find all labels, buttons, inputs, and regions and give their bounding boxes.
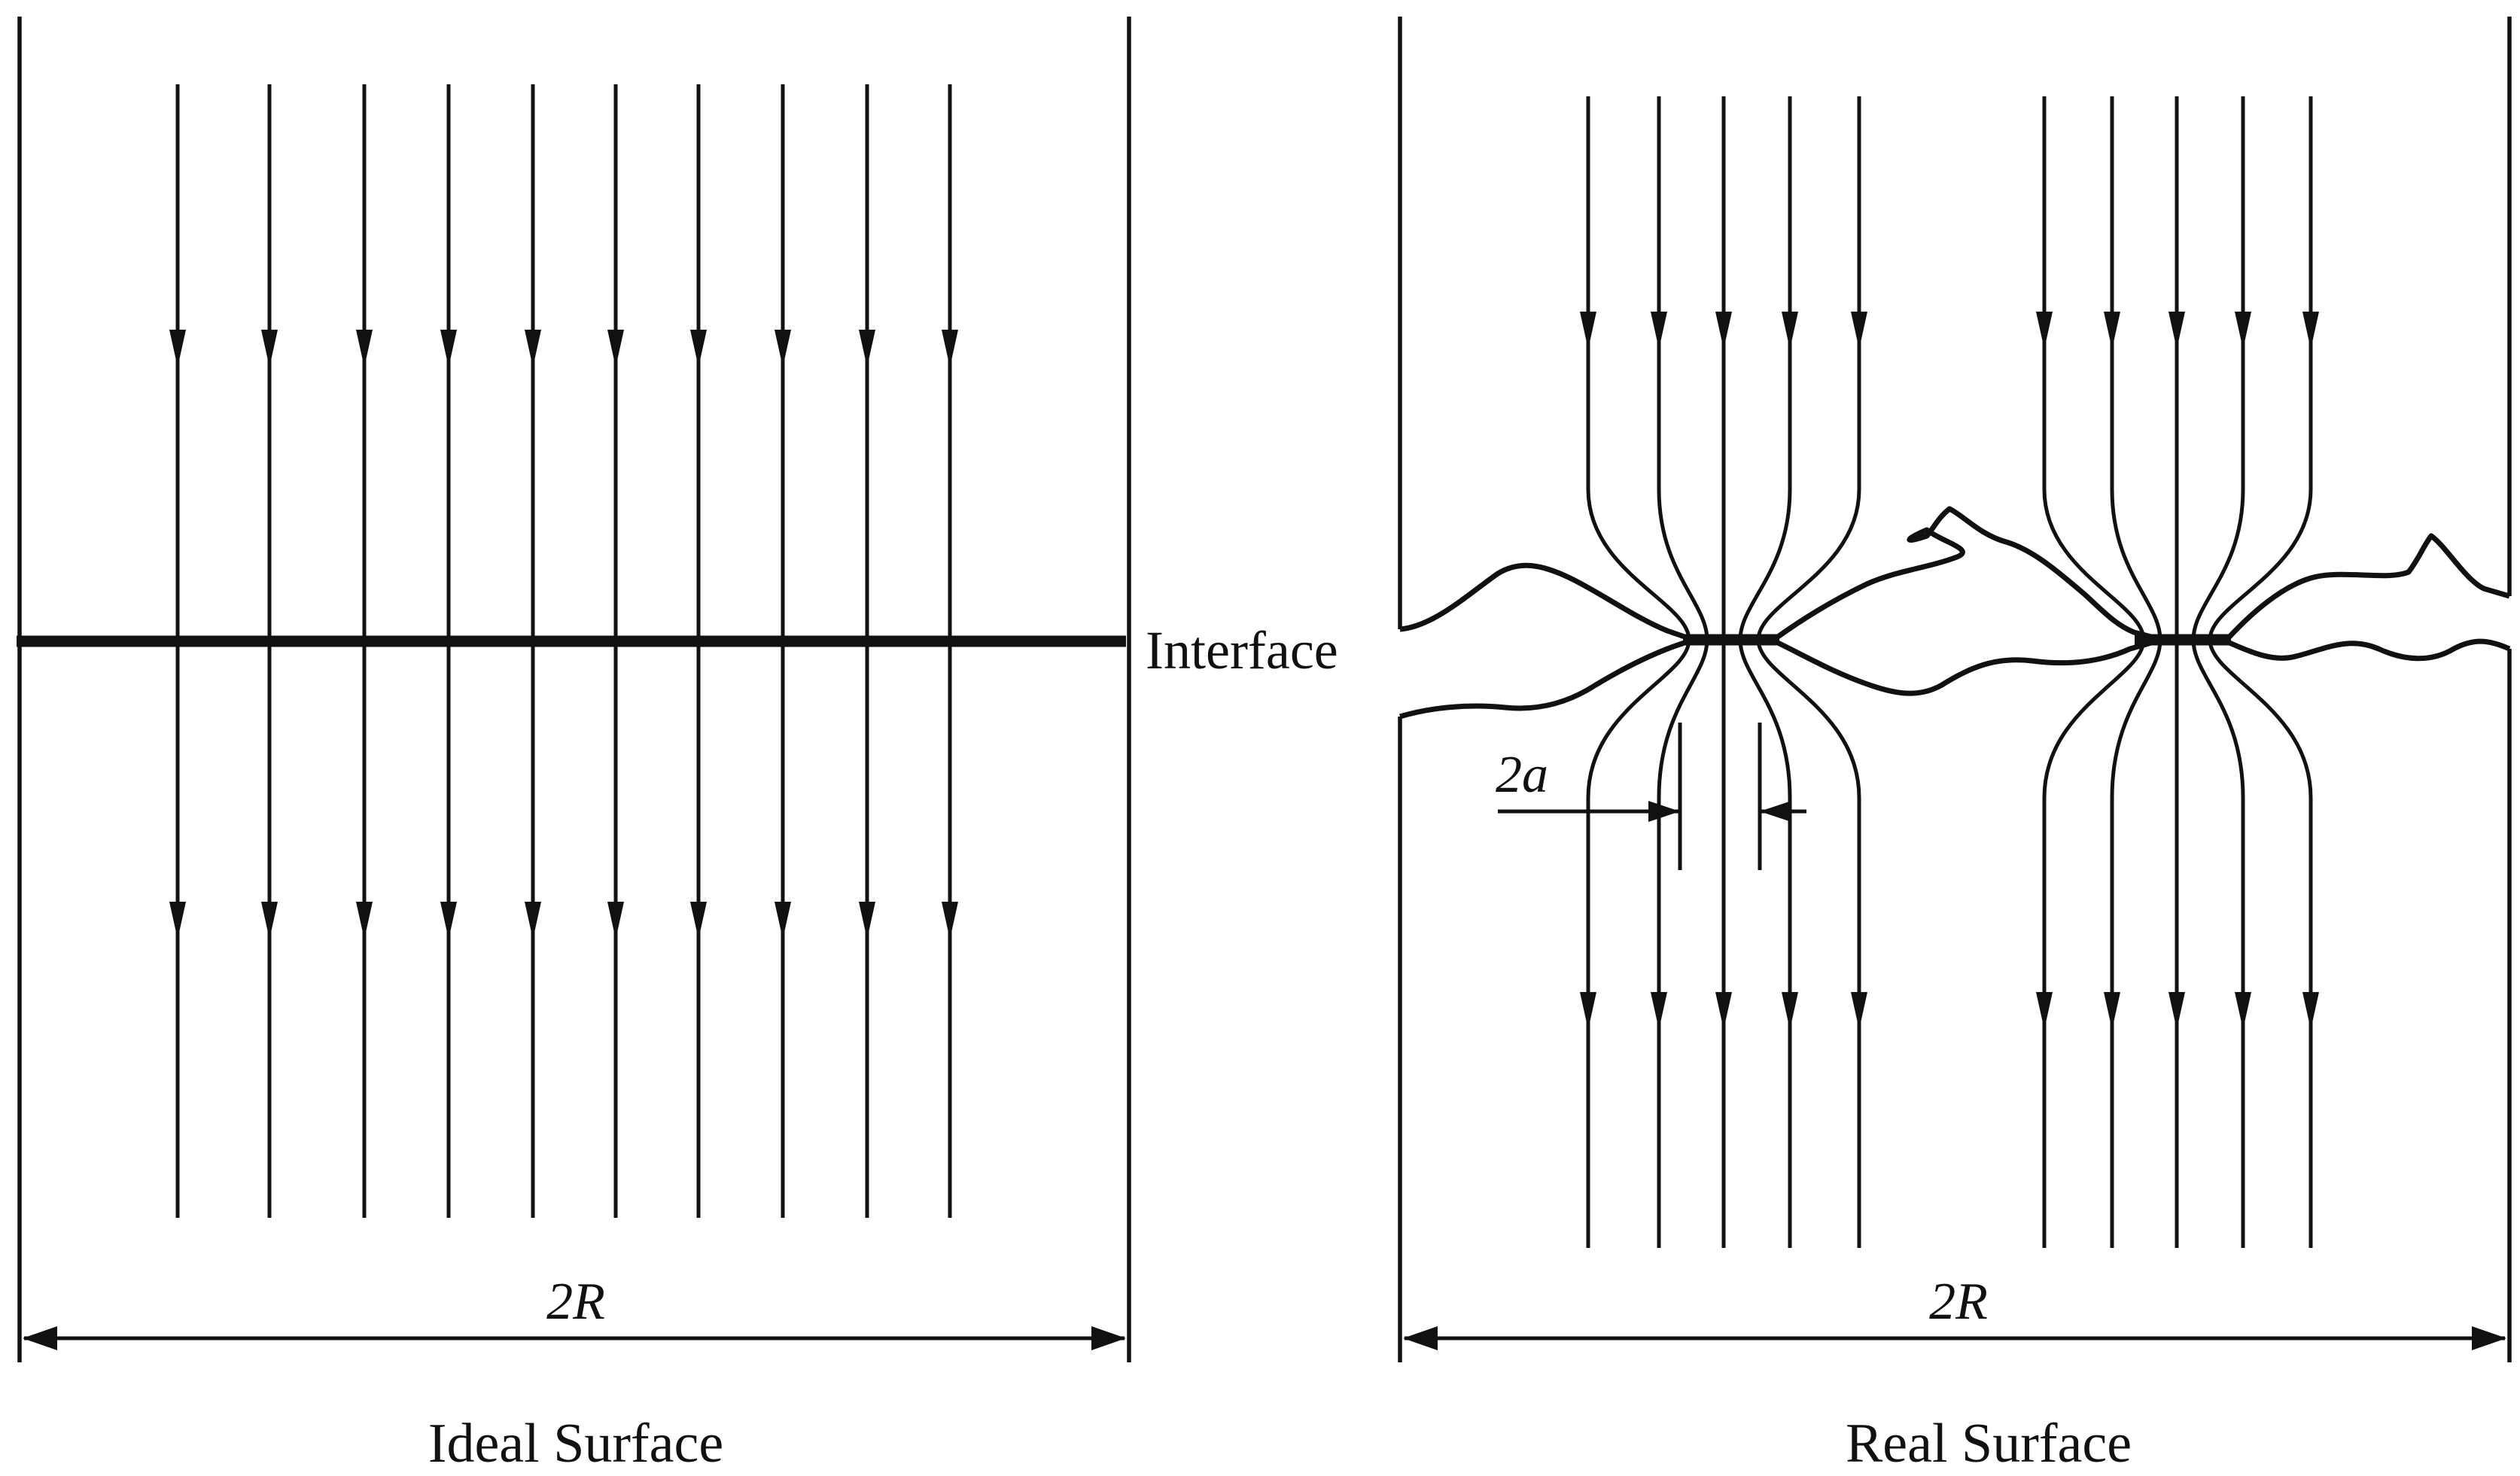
real-surface-caption: Real Surface xyxy=(1846,1413,2132,1474)
real-flux-line xyxy=(1738,96,1792,1248)
ideal-flux-arrow-lower xyxy=(169,902,186,939)
upper-rough-surface xyxy=(1399,506,2510,640)
ideal-surface-panel: 2R Ideal Surface xyxy=(17,17,1131,1474)
real-flux-arrow-lower xyxy=(1651,992,1667,1030)
contact-width-label: 2a xyxy=(1496,746,1548,804)
real-flux-line xyxy=(1756,96,1861,1248)
real-flux-arrow-lower xyxy=(1715,992,1732,1030)
real-flux-arrow-upper xyxy=(1715,312,1732,349)
ideal-flux-arrow-lower xyxy=(607,902,624,939)
ideal-width-dimension xyxy=(23,1326,1126,1350)
real-width-dimension xyxy=(1403,1326,2506,1350)
real-flux-arrow-upper xyxy=(2302,312,2319,349)
real-flux-arrow-upper xyxy=(1580,312,1596,349)
real-flux-arrow-lower xyxy=(2168,992,2185,1030)
real-flux-arrow-lower xyxy=(2302,992,2319,1030)
real-flux-line xyxy=(1657,96,1709,1248)
real-flux-arrow-lower xyxy=(2235,992,2251,1030)
ideal-flux-arrow-upper xyxy=(859,330,875,367)
real-flux-arrow-lower xyxy=(1782,992,1798,1030)
ideal-flux-arrow-upper xyxy=(440,330,457,367)
ideal-flux-arrow-upper xyxy=(690,330,707,367)
ideal-surface-caption: Ideal Surface xyxy=(428,1413,723,1474)
real-flux-arrow-upper xyxy=(1782,312,1798,349)
lower-rough-surface xyxy=(1398,638,2511,720)
real-width-label: 2R xyxy=(1929,1273,1988,1331)
ideal-flux-arrow-lower xyxy=(942,902,958,939)
ideal-flux-arrow-lower xyxy=(525,902,541,939)
ideal-flux-arrow-upper xyxy=(169,330,186,367)
ideal-flux-arrow-upper xyxy=(261,330,278,367)
real-flux-arrow-upper xyxy=(2104,312,2120,349)
real-flux-arrow-upper xyxy=(1651,312,1667,349)
ideal-flux-arrow-lower xyxy=(859,902,875,939)
ideal-flux-arrow-lower xyxy=(690,902,707,939)
real-flux-arrow-upper xyxy=(2235,312,2251,349)
ideal-width-label: 2R xyxy=(546,1273,605,1331)
ideal-flux-arrow-lower xyxy=(440,902,457,939)
real-flux-arrow-lower xyxy=(1851,992,1867,1030)
real-flux-line xyxy=(2042,96,2146,1248)
ideal-flux-arrow-upper xyxy=(607,330,624,367)
real-flux-line xyxy=(1586,96,1691,1248)
real-flux-arrow-upper xyxy=(1851,312,1867,349)
ideal-flux-arrow-upper xyxy=(356,330,373,367)
contact-width-dimension xyxy=(1498,723,1806,870)
real-flux-arrow-lower xyxy=(2104,992,2120,1030)
ideal-flux-arrow-upper xyxy=(775,330,791,367)
real-flux-arrow-upper xyxy=(2036,312,2053,349)
ideal-flux-arrow-upper xyxy=(525,330,541,367)
real-flux-lines xyxy=(1580,96,2319,1248)
real-surface-panel: 2a 2R Real Surface xyxy=(1398,17,2512,1474)
ideal-flux-arrow-lower xyxy=(261,902,278,939)
ideal-flux-arrow-lower xyxy=(356,902,373,939)
real-flux-arrow-upper xyxy=(2168,312,2185,349)
real-flux-line xyxy=(2191,96,2245,1248)
real-flux-arrow-lower xyxy=(2036,992,2053,1030)
interface-label: Interface xyxy=(1146,620,1338,680)
real-flux-line xyxy=(2208,96,2313,1248)
ideal-flux-arrow-upper xyxy=(942,330,958,367)
real-flux-arrow-lower xyxy=(1580,992,1596,1030)
ideal-flux-arrow-lower xyxy=(775,902,791,939)
ideal-flux-lines xyxy=(169,84,958,1218)
real-flux-line xyxy=(2110,96,2162,1248)
